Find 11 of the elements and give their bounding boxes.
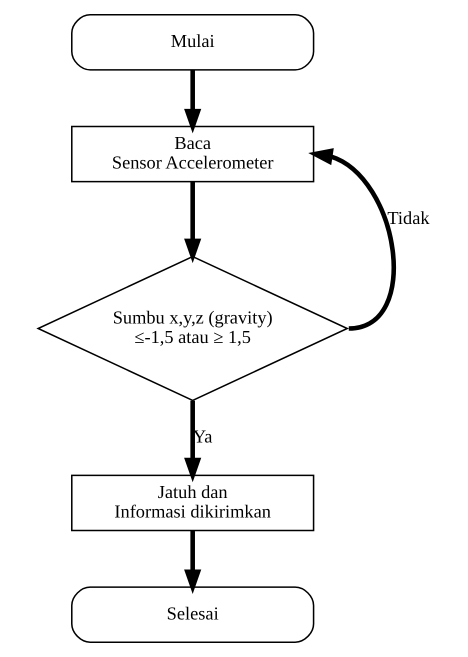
edge-label: Tidak bbox=[387, 208, 430, 228]
node-diamond: Sumbu x,y,z (gravity) ≤-1,5 atau ≥ 1,5 bbox=[36, 256, 350, 402]
node-box: Mulai bbox=[71, 14, 314, 71]
arrow bbox=[184, 400, 202, 482]
node-box: Baca Sensor Accelerometer bbox=[71, 126, 314, 182]
arrow bbox=[184, 530, 202, 594]
arrow bbox=[184, 182, 202, 264]
arrow bbox=[184, 70, 202, 134]
arrow bbox=[308, 148, 396, 331]
node-box: Jatuh dan Informasi dikirimkan bbox=[71, 474, 314, 532]
node-box: Selesai bbox=[71, 586, 314, 643]
